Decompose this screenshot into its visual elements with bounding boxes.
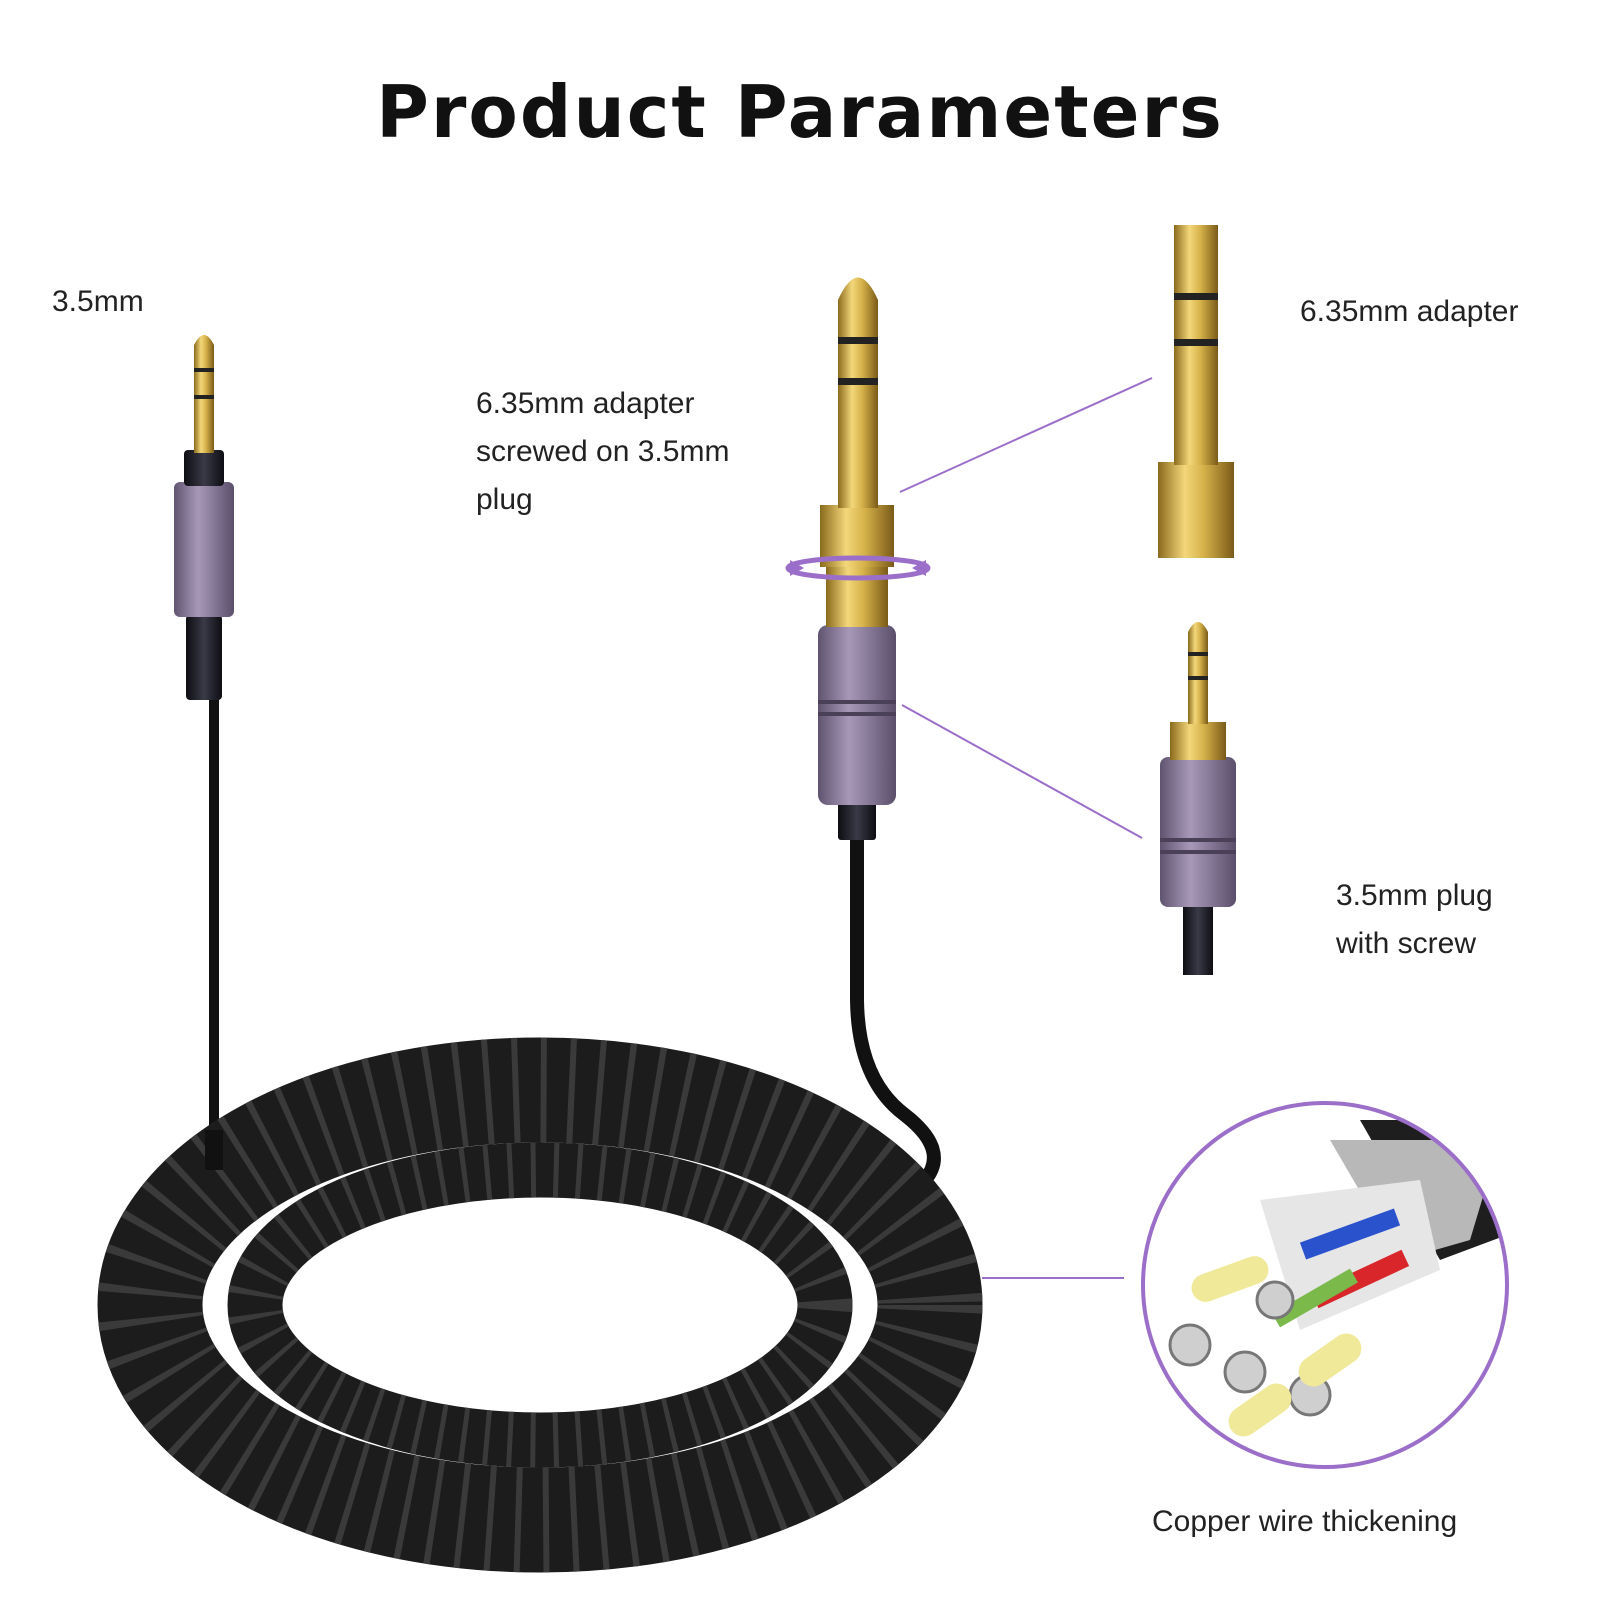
page-title: Product Parameters [376,70,1224,154]
plug-3-5mm-with-screw [1160,622,1236,975]
plug-with-adapter [785,277,941,1185]
label-line: plug [476,483,533,516]
label-line: 6.35mm adapter [476,387,695,420]
label-6-35mm-adapter: 6.35mm adapter [1300,295,1519,328]
label-line: 3.5mm plug [1336,879,1493,912]
label-line: screwed on 3.5mm [476,435,730,468]
adapter-6-35mm [1158,225,1234,558]
coiled-cable [97,1037,983,1573]
label-3-5mm: 3.5mm [52,285,144,318]
plug-3-5mm-left [174,335,234,1135]
leader-line [899,377,1153,493]
label-adapter-screwed: 6.35mm adapter screwed on 3.5mm plug [476,380,729,524]
leader-line [901,704,1143,839]
label-copper-wire: Copper wire thickening [1152,1505,1458,1538]
label-line: with screw [1336,927,1477,960]
label-plug-with-screw: 3.5mm plug with screw [1336,872,1493,968]
copper-wire-cross-section [1141,1101,1509,1469]
